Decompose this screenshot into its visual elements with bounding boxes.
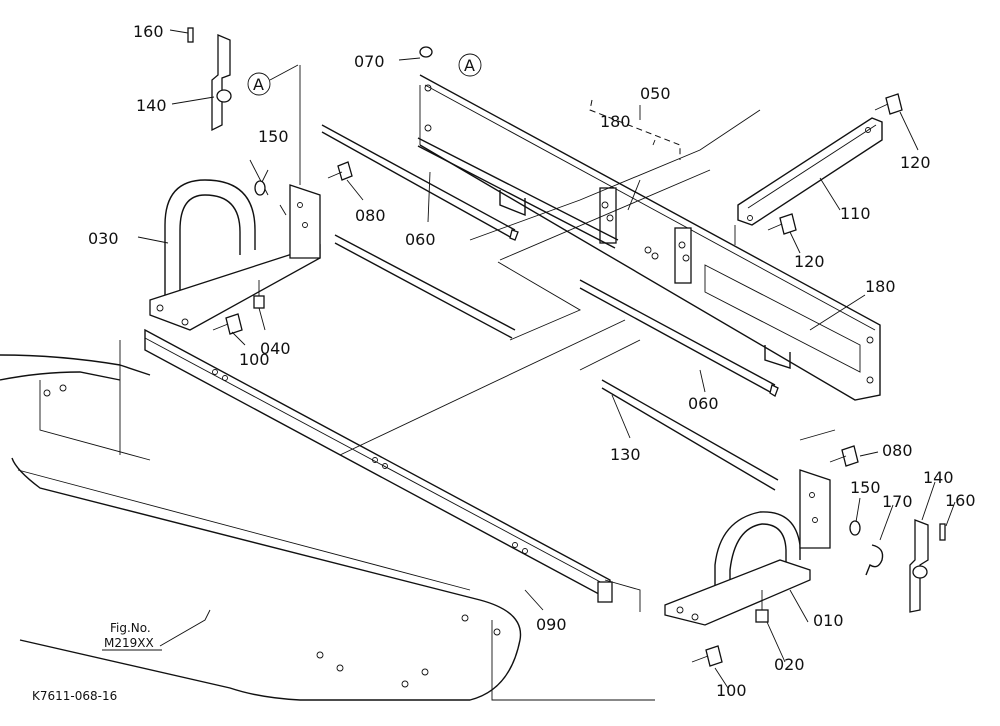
- callout-020: 020: [774, 655, 805, 674]
- callout-170: 170: [882, 492, 913, 511]
- callout-labels: 160 140 150 080 030 040 100 060 070 050 …: [88, 22, 976, 700]
- left-handle-bracket-030: [149, 179, 321, 331]
- callout-070: 070: [354, 52, 385, 71]
- right-handle-bracket-010: [664, 469, 831, 626]
- callout-130: 130: [610, 445, 641, 464]
- reference-a-left: A: [253, 75, 264, 94]
- callout-140-left: 140: [136, 96, 167, 115]
- callout-150-left: 150: [258, 127, 289, 146]
- callout-180-top: 180: [600, 112, 631, 131]
- callout-030: 030: [88, 229, 119, 248]
- callout-120-top: 120: [900, 153, 931, 172]
- callout-090: 090: [536, 615, 567, 634]
- rods: [321, 124, 779, 491]
- callout-120-mid: 120: [794, 252, 825, 271]
- drawing-code: K7611-068-16: [32, 689, 117, 703]
- frame-rail-090: [144, 328, 613, 603]
- reference-a-right: A: [464, 56, 475, 75]
- callout-160-left: 160: [133, 22, 164, 41]
- callout-160-right: 160: [945, 491, 976, 510]
- callout-010: 010: [813, 611, 844, 630]
- callout-060-right: 060: [688, 394, 719, 413]
- callout-150-right: 150: [850, 478, 881, 497]
- figure-ref-line1: Fig.No.: [110, 621, 151, 635]
- callout-180-right: 180: [865, 277, 896, 296]
- callout-060-left: 060: [405, 230, 436, 249]
- reference-circle-a-right: [458, 53, 482, 77]
- reference-circle-a-left: [247, 72, 271, 96]
- figure-ref-line2: M219XX: [104, 636, 154, 650]
- seat-panel: [0, 354, 522, 701]
- callout-040: 040: [260, 339, 291, 358]
- callout-110: 110: [840, 204, 871, 223]
- construction-lines: [119, 65, 836, 701]
- rear-bar-050: [419, 74, 881, 401]
- callout-100-left: 100: [239, 350, 270, 369]
- callout-140-right: 140: [923, 468, 954, 487]
- callout-050: 050: [640, 84, 671, 103]
- label-area-180: [704, 264, 861, 373]
- hardware: [187, 27, 946, 667]
- callout-080-right: 080: [882, 441, 913, 460]
- bracket-110: [737, 117, 883, 226]
- leader-lines: [137, 29, 956, 689]
- callout-100-right: 100: [716, 681, 747, 700]
- callout-080-left: 080: [355, 206, 386, 225]
